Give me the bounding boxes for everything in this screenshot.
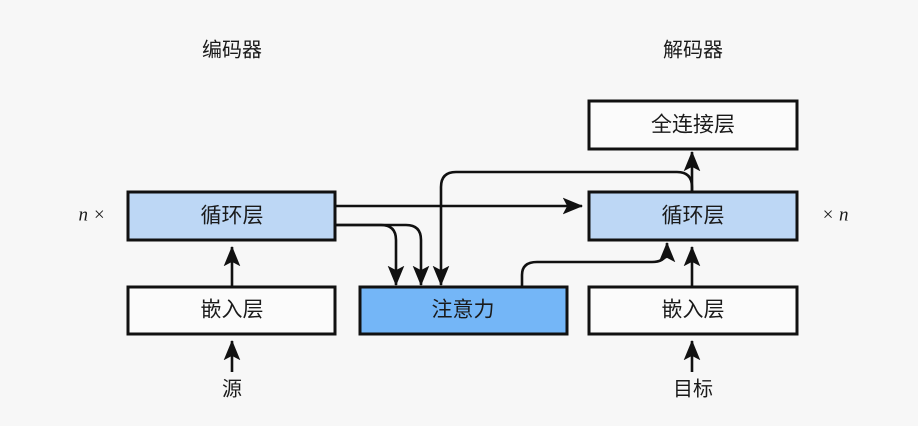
encoder-embedding-layer-box[interactable]	[126, 285, 337, 336]
decoder-recurrent-layer-box[interactable]	[587, 190, 799, 242]
decoder-embedding-layer-label: 嵌入层	[662, 299, 725, 322]
connector-encoder-to-attention-2	[335, 223, 430, 287]
connector-attention-to-decoder-recurrent	[520, 241, 676, 287]
dense-layer-box[interactable]	[587, 99, 799, 151]
decoder-recurrent-layer-label: 循环层	[662, 205, 725, 228]
connector-encoder-to-attention-1	[335, 223, 405, 287]
encoder-stack-multiplier-label: n ×	[78, 204, 105, 225]
encoder-recurrent-layer-box[interactable]	[126, 190, 337, 242]
source-input-label: 源	[222, 377, 242, 400]
encoder-embedding-layer-label: 嵌入层	[201, 299, 264, 322]
attention-box[interactable]	[358, 285, 569, 336]
attention-label: 注意力	[432, 299, 495, 322]
decoder-section-label: 解码器	[663, 38, 723, 61]
target-input-label: 目标	[673, 377, 713, 400]
encoder-recurrent-layer-label: 循环层	[201, 205, 264, 228]
decoder-stack-multiplier-label: × n	[821, 204, 848, 225]
dense-layer-label: 全连接层	[651, 114, 735, 137]
encoder-section-label: 编码器	[202, 38, 262, 61]
decoder-embedding-layer-box[interactable]	[587, 285, 799, 336]
